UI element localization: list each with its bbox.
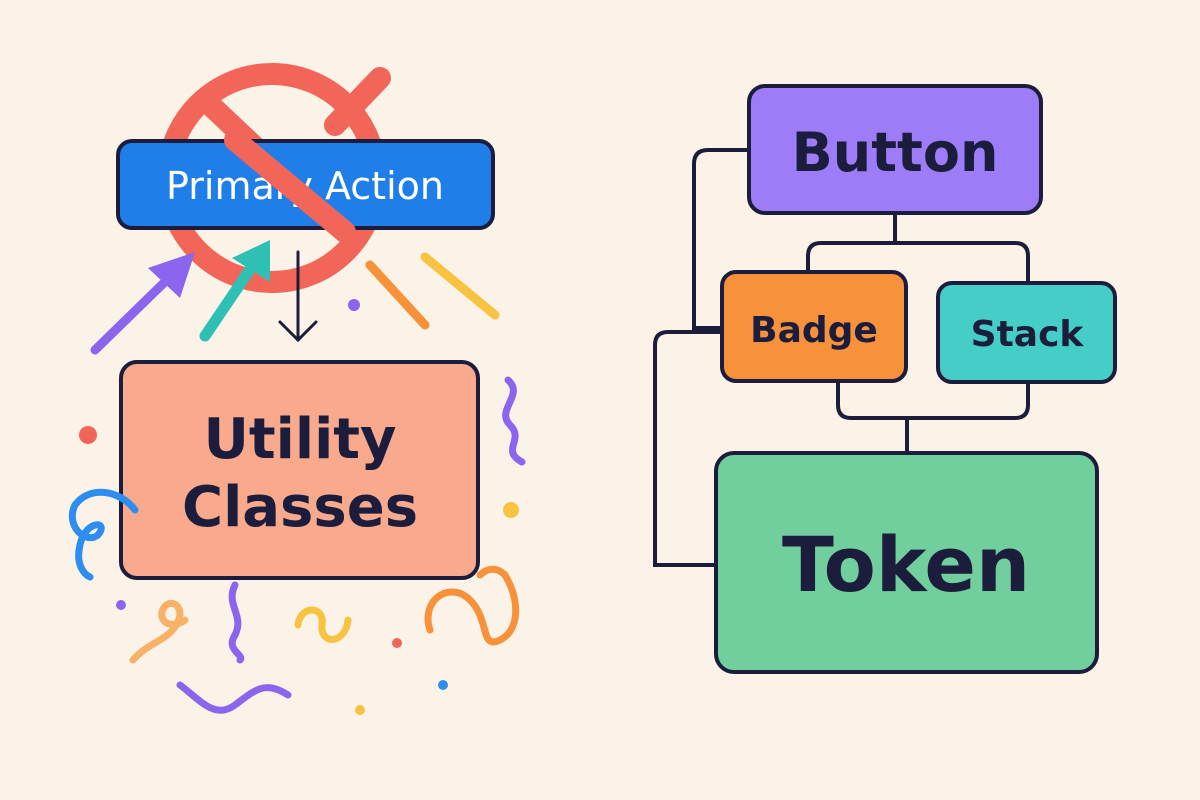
down-arrow-icon bbox=[278, 250, 318, 343]
yellow-dash bbox=[420, 252, 500, 320]
purple-arrow-icon bbox=[90, 252, 195, 355]
prohibition-slash-overlay bbox=[224, 129, 356, 243]
confetti-squiggles bbox=[68, 376, 526, 714]
token-node-label: Token bbox=[782, 520, 1030, 609]
token-node bbox=[714, 451, 1099, 674]
confetti-dot bbox=[348, 299, 360, 311]
button-node bbox=[747, 84, 1043, 215]
connector-lines bbox=[653, 148, 1030, 567]
teal-arrow-icon bbox=[199, 240, 270, 342]
badge-node bbox=[720, 270, 908, 383]
stack-node bbox=[936, 281, 1117, 384]
utility-classes-line1: Utility bbox=[203, 407, 396, 472]
orange-dash bbox=[365, 260, 430, 330]
stack-node-label: Stack bbox=[971, 314, 1085, 355]
utility-classes-box bbox=[119, 360, 480, 580]
utility-classes-line2: Classes bbox=[182, 475, 418, 540]
primary-action-button[interactable] bbox=[116, 139, 495, 230]
confetti-dots bbox=[79, 426, 519, 715]
badge-node-label: Badge bbox=[750, 310, 878, 351]
button-node-label: Button bbox=[792, 121, 999, 184]
